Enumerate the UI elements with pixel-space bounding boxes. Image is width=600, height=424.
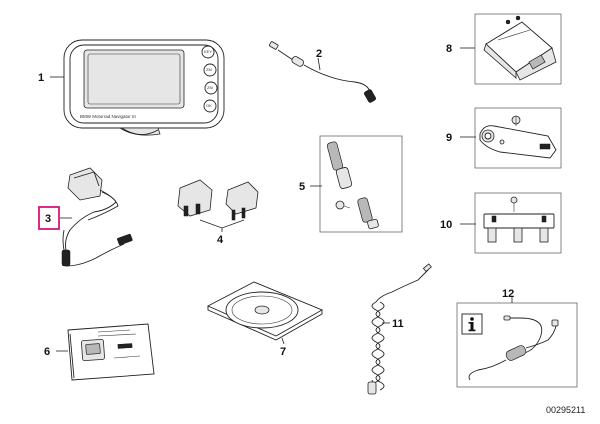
part-mount-bolts: [326, 141, 379, 230]
callout-4: 4: [217, 234, 224, 246]
callout-6: 6: [44, 346, 50, 358]
part-12-frame: [456, 302, 578, 388]
callout-12: 12: [502, 288, 514, 300]
part-cradle: [483, 15, 557, 81]
part-plug-adapters: [177, 179, 259, 221]
part-power-adapter: [61, 167, 133, 267]
reference-number: 00295211: [546, 405, 585, 415]
part-coiled-cable: [367, 263, 432, 395]
device-label: BMW Motorrad Navigator III: [80, 114, 136, 119]
part-usb-cable: [269, 41, 376, 103]
callout-9: 9: [446, 132, 452, 144]
part-10-frame: [474, 192, 562, 254]
svg-text:ZM: ZM: [206, 67, 212, 72]
part-9-frame: [474, 107, 562, 169]
part-5-frame: [319, 135, 403, 233]
svg-text:OK: OK: [206, 103, 212, 108]
callout-7: 7: [280, 346, 286, 358]
callout-5: 5: [299, 181, 305, 193]
callout-3: 3: [45, 213, 51, 225]
svg-text:ZM: ZM: [207, 85, 213, 90]
part-holder-bar: [483, 196, 555, 243]
part-8-frame: [474, 13, 562, 85]
part-navigator-device: KEY ZM ZM OK BMW Motorrad Navigator III: [63, 39, 225, 136]
part-mount-plate: [479, 115, 557, 159]
callout-8: 8: [446, 43, 452, 55]
part-manual: [67, 323, 155, 381]
info-icon: [461, 313, 483, 335]
callout-11: 11: [392, 318, 404, 330]
callout-10: 10: [440, 219, 452, 231]
callout-1: 1: [38, 72, 44, 84]
part-cd-disc: [206, 281, 324, 341]
svg-text:KEY: KEY: [204, 49, 212, 54]
part-lead-cable: [468, 315, 559, 381]
callout-3-highlight: [38, 206, 60, 230]
callout-2: 2: [316, 48, 322, 60]
